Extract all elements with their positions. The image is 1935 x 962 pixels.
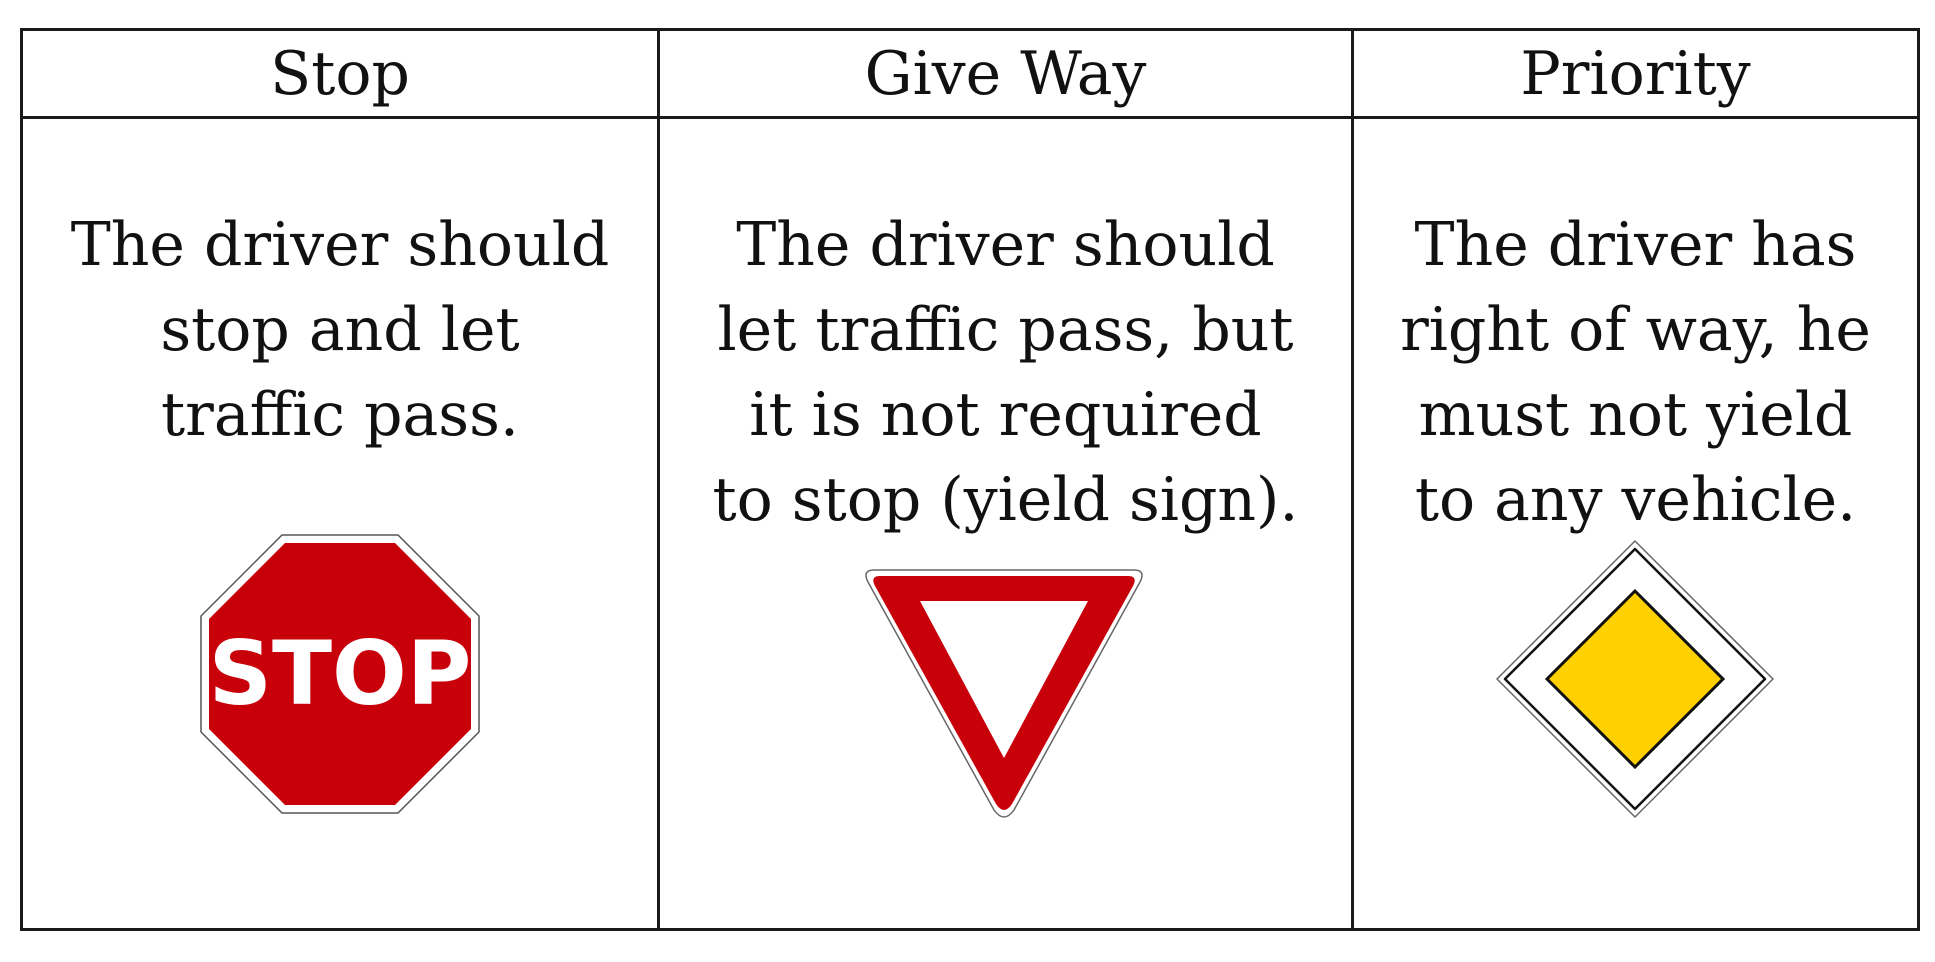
description-line: to stop (yield sign). — [712, 465, 1299, 535]
description-line: The driver has — [1414, 210, 1857, 280]
description-priority: The driver has right of way, he must not… — [1354, 203, 1917, 543]
description-stop: The driver should stop and let traffic p… — [23, 203, 657, 458]
traffic-signs-table: Stop Give Way Priority The driver should… — [20, 28, 1920, 931]
description-line: stop and let — [160, 295, 520, 365]
description-line: it is not required — [749, 380, 1262, 450]
header-give-way: Give Way — [660, 31, 1354, 116]
cell-priority: The driver has right of way, he must not… — [1354, 119, 1917, 928]
stop-sign-text: STOP — [209, 622, 472, 725]
description-line: traffic pass. — [161, 380, 519, 450]
description-line: The driver should — [70, 210, 610, 280]
cell-stop: The driver should stop and let traffic p… — [23, 119, 660, 928]
priority-road-sign-icon — [1496, 540, 1774, 818]
description-line: The driver should — [736, 210, 1275, 280]
cell-give-way: The driver should let traffic pass, but … — [660, 119, 1354, 928]
header-priority: Priority — [1520, 38, 1751, 109]
description-line: let traffic pass, but — [717, 295, 1294, 365]
header-stop: Stop — [23, 31, 660, 116]
table-body-row: The driver should stop and let traffic p… — [23, 119, 1917, 928]
description-line: right of way, he — [1400, 295, 1871, 365]
yield-sign-icon — [865, 569, 1143, 818]
description-line: to any vehicle. — [1414, 465, 1857, 535]
stop-sign-icon: STOP — [200, 534, 480, 814]
table-header-row: Stop Give Way Priority — [23, 31, 1917, 119]
description-line: must not yield — [1418, 380, 1853, 450]
description-give-way: The driver should let traffic pass, but … — [660, 203, 1351, 543]
